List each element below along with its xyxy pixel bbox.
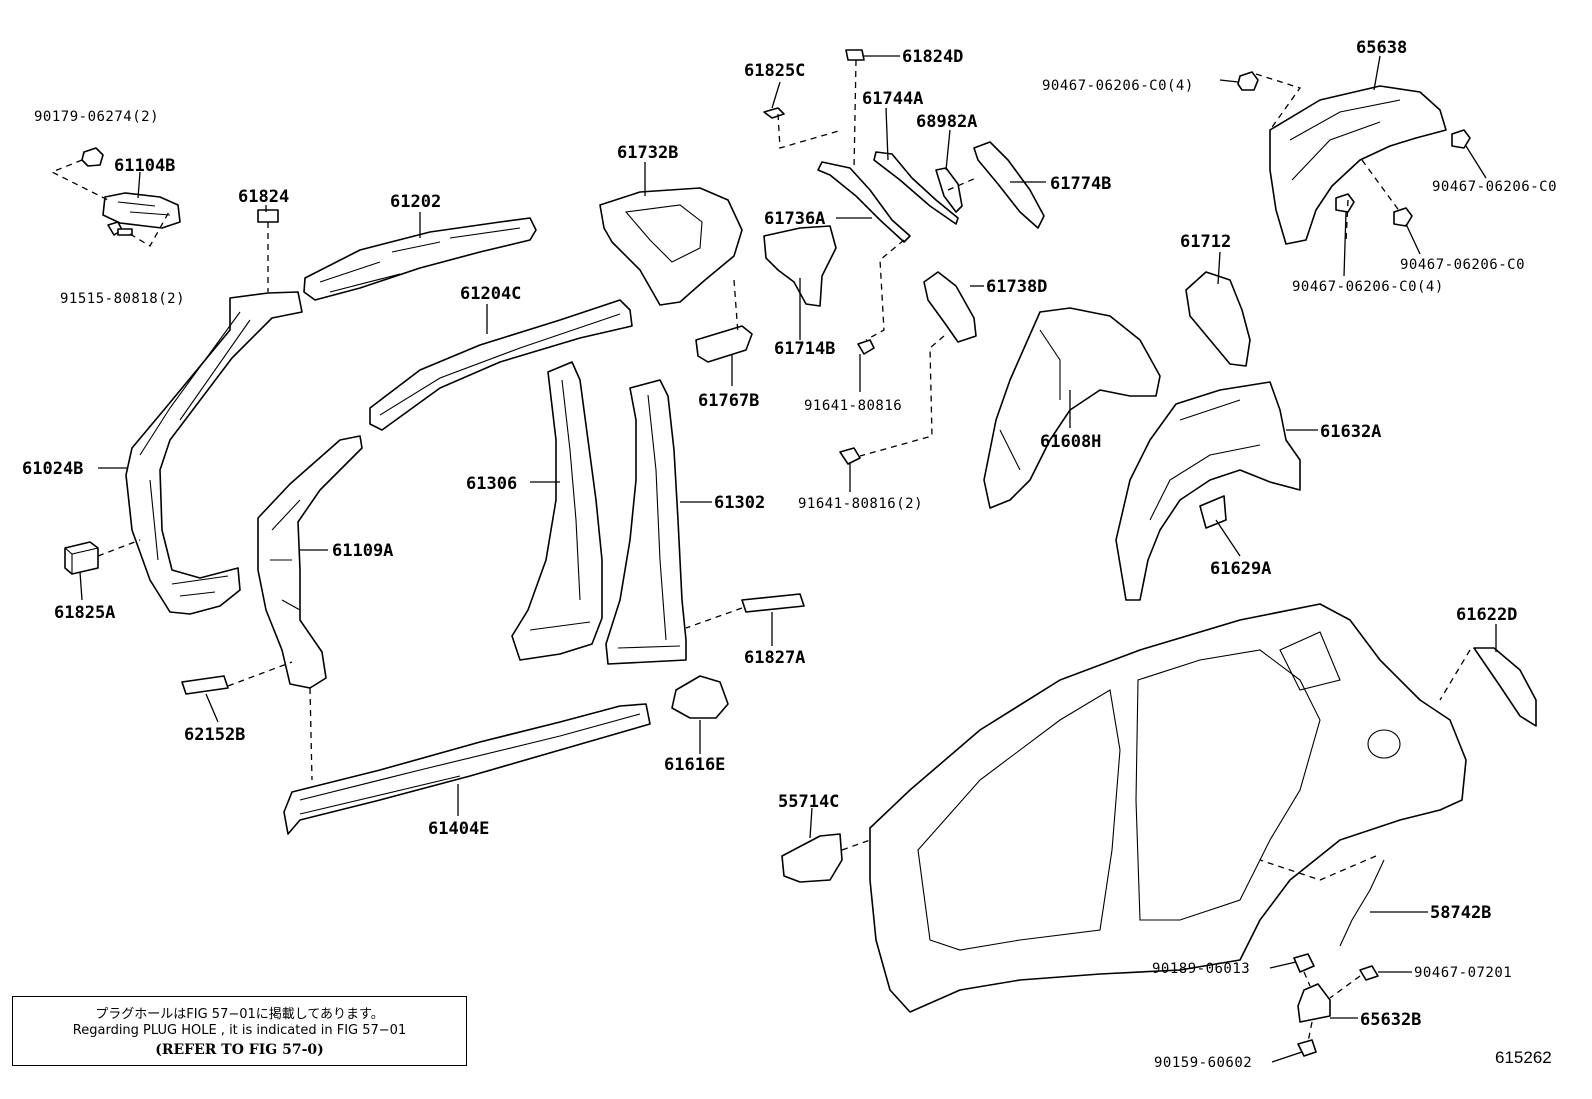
label-61827A[interactable]: 61827A	[744, 648, 806, 668]
label-61306[interactable]: 61306	[466, 474, 518, 494]
label-61202[interactable]: 61202	[390, 192, 442, 212]
label-61767B[interactable]: 61767B	[698, 391, 760, 411]
note-reference-link[interactable]: (REFER TO FIG 57-0)	[155, 1042, 324, 1058]
part-61616E-drawing	[671, 675, 729, 719]
part-61302-drawing	[605, 379, 687, 665]
label-61629A[interactable]: 61629A	[1210, 559, 1272, 579]
part-61732B-drawing	[599, 187, 743, 306]
label-61825A[interactable]: 61825A	[54, 603, 116, 623]
part-61306-drawing	[511, 361, 603, 661]
label-61622D[interactable]: 61622D	[1456, 605, 1518, 625]
label-65638[interactable]: 65638	[1356, 38, 1408, 58]
label-61302[interactable]: 61302	[714, 493, 766, 513]
part-61104B-drawing	[102, 192, 181, 229]
label-61736A[interactable]: 61736A	[764, 209, 826, 229]
label-61616E[interactable]: 61616E	[664, 755, 726, 775]
part-61774B-drawing	[973, 141, 1045, 229]
label-68982A[interactable]: 68982A	[916, 112, 978, 132]
label-61714B[interactable]: 61714B	[774, 339, 836, 359]
part-61744A-drawing	[873, 151, 959, 225]
label-90189-06013[interactable]: 90189-06013	[1152, 961, 1251, 977]
part-61404E-drawing	[283, 703, 651, 835]
label-55714C[interactable]: 55714C	[778, 792, 840, 812]
part-61714B-drawing	[763, 225, 837, 307]
label-90159-60602[interactable]: 90159-60602	[1154, 1055, 1253, 1071]
figure-code: 615262	[1495, 1048, 1552, 1067]
label-65632B[interactable]: 65632B	[1360, 1010, 1422, 1030]
label-61608H[interactable]: 61608H	[1040, 432, 1102, 452]
label-90179-06274[interactable]: 90179-06274(2)	[34, 109, 160, 125]
note-japanese: プラグホールはFIG 57−01に掲載してあります。	[95, 1007, 384, 1022]
label-91641-80816-2[interactable]: 91641-80816(2)	[798, 496, 924, 512]
part-55714C-drawing	[781, 833, 843, 883]
part-61622D-drawing	[1473, 647, 1537, 727]
label-61712[interactable]: 61712	[1180, 232, 1232, 252]
label-61824D[interactable]: 61824D	[902, 47, 964, 67]
part-61109A-drawing	[257, 435, 363, 689]
label-61109A[interactable]: 61109A	[332, 541, 394, 561]
label-61204C[interactable]: 61204C	[460, 284, 522, 304]
part-61024B-drawing	[125, 291, 303, 615]
part-61767B-drawing	[695, 325, 753, 363]
label-91515-80818[interactable]: 91515-80818(2)	[60, 291, 186, 307]
label-61825C[interactable]: 61825C	[744, 61, 806, 81]
part-side-panel-drawing	[869, 603, 1467, 1013]
label-90467-06206-C0-4b[interactable]: 90467-06206-C0(4)	[1292, 279, 1444, 295]
label-62152B[interactable]: 62152B	[184, 725, 246, 745]
label-58742B[interactable]: 58742B	[1430, 903, 1492, 923]
label-90467-07201[interactable]: 90467-07201	[1414, 965, 1513, 981]
part-61736A-drawing	[817, 161, 911, 243]
label-61024B[interactable]: 61024B	[22, 459, 84, 479]
label-90467-06206-C0-4a[interactable]: 90467-06206-C0(4)	[1042, 78, 1194, 94]
part-65638-drawing	[1269, 85, 1447, 245]
label-90467-06206-C0-b[interactable]: 90467-06206-C0	[1400, 257, 1526, 273]
label-61738D[interactable]: 61738D	[986, 277, 1048, 297]
label-61744A[interactable]: 61744A	[862, 89, 924, 109]
part-61712-drawing	[1185, 271, 1251, 367]
note-english: Regarding PLUG HOLE , it is indicated in…	[72, 1023, 407, 1038]
plug-hole-note: プラグホールはFIG 57−01に掲載してあります。 Regarding PLU…	[12, 996, 467, 1066]
label-61824[interactable]: 61824	[238, 187, 290, 207]
label-61104B[interactable]: 61104B	[114, 156, 176, 176]
label-61774B[interactable]: 61774B	[1050, 174, 1112, 194]
part-61632A-drawing	[1115, 381, 1301, 601]
label-61632A[interactable]: 61632A	[1320, 422, 1382, 442]
part-61204C-drawing	[369, 299, 633, 431]
label-91641-80816[interactable]: 91641-80816	[804, 398, 903, 414]
label-61404E[interactable]: 61404E	[428, 819, 490, 839]
part-61202-drawing	[303, 217, 537, 301]
label-90467-06206-C0-a[interactable]: 90467-06206-C0	[1432, 179, 1558, 195]
label-61732B[interactable]: 61732B	[617, 143, 679, 163]
part-61738D-drawing	[923, 271, 977, 343]
